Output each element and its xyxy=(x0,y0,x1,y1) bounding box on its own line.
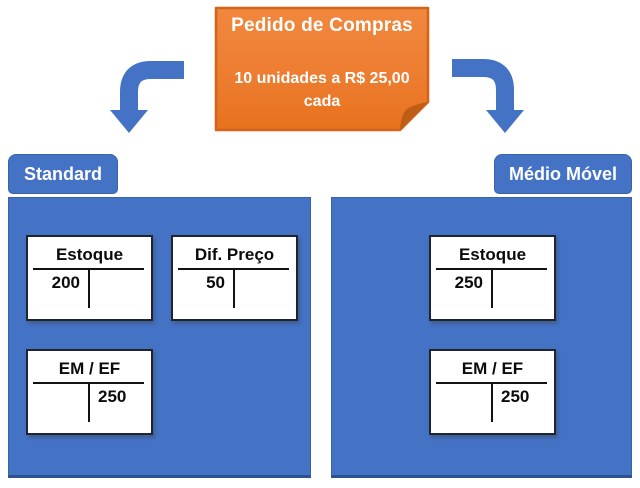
purchase-order-note: Pedido de Compras 10 unidades a R$ 25,00… xyxy=(213,5,431,133)
t-account-title: Estoque xyxy=(458,245,527,264)
tab-standard-label: Standard xyxy=(23,163,102,184)
t-account-debit: 50 xyxy=(206,273,225,292)
elbow-down-arrow-left-icon xyxy=(110,61,184,133)
t-account-em-ef-standard: EM / EF 250 xyxy=(26,349,153,435)
t-account-estoque-standard: Estoque 200 xyxy=(26,235,153,321)
t-account-title: Estoque xyxy=(55,245,124,264)
folded-corner-icon xyxy=(400,102,428,130)
t-account-vline xyxy=(491,382,493,422)
t-account-title: Dif. Preço xyxy=(194,245,275,264)
t-account-debit: 250 xyxy=(454,273,483,292)
t-account-title: EM / EF xyxy=(461,359,524,378)
t-account-debit: 200 xyxy=(51,273,80,292)
elbow-down-arrow-right-icon xyxy=(452,59,524,133)
t-account-dif-preco: Dif. Preço 50 xyxy=(171,235,298,321)
tab-medio-movel-label: Médio Móvel xyxy=(508,163,617,184)
t-account-title: EM / EF xyxy=(58,359,121,378)
note-body: 10 unidades a R$ 25,00 cada xyxy=(234,70,410,110)
folded-note-shape xyxy=(214,6,430,132)
tab-medio-movel: Médio Móvel xyxy=(494,154,632,194)
t-account-vline xyxy=(88,268,90,308)
panel-medio-movel: Estoque 250 EM / EF 250 xyxy=(331,197,632,478)
t-account-vline xyxy=(491,268,493,308)
t-account-vline xyxy=(88,382,90,422)
t-account-vline xyxy=(233,268,235,308)
panel-standard: Estoque 200 Dif. Preço 50 EM / EF 250 xyxy=(8,197,311,478)
t-account-estoque-medio-movel: Estoque 250 xyxy=(429,235,556,321)
t-account-em-ef-medio-movel: EM / EF 250 xyxy=(429,349,556,435)
tab-standard: Standard xyxy=(8,154,118,194)
note-title: Pedido de Compras xyxy=(231,15,413,36)
t-account-credit: 250 xyxy=(98,387,127,406)
t-account-credit: 250 xyxy=(501,387,530,406)
